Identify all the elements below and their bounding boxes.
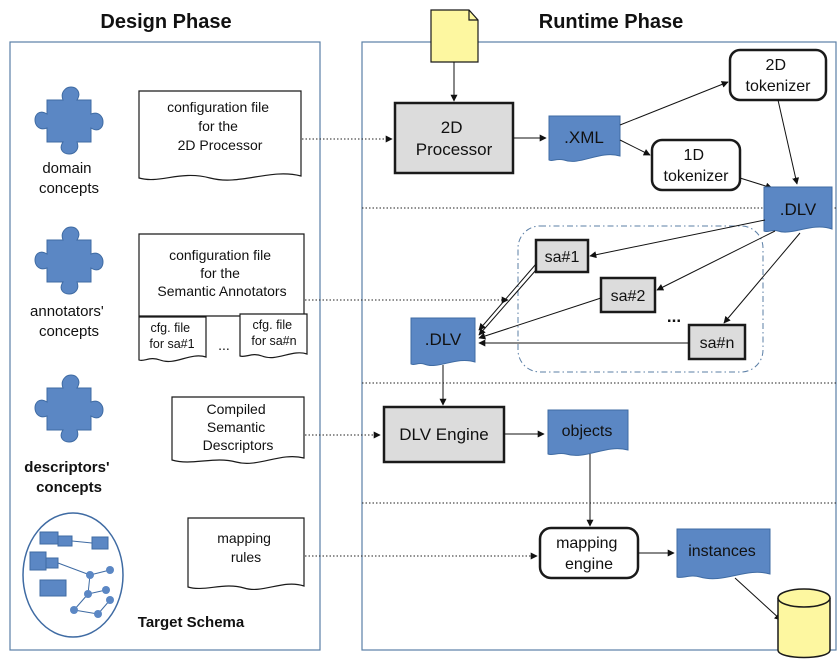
svg-text:cfg. file for sa#1: cfg. file for sa#1 bbox=[149, 321, 194, 351]
config-sa-doc: configuration file for the Semantic Anno… bbox=[138, 233, 305, 317]
runtime-phase-header: Runtime Phase bbox=[539, 11, 683, 33]
design-phase-header: Design Phase bbox=[100, 11, 231, 33]
svg-text:.DLV: .DLV bbox=[425, 330, 462, 349]
arrow-1d-tokenizer-to-dlv bbox=[739, 177, 773, 190]
xml-doc: .XML bbox=[548, 115, 621, 162]
arrow-dlv-to-san bbox=[723, 232, 801, 324]
domain-concepts-label: domain concepts bbox=[39, 160, 99, 197]
svg-text:2D Processor: 2D Processor bbox=[416, 118, 493, 159]
2d-tokenizer-box: 2D tokenizer bbox=[728, 48, 828, 102]
descriptors-puzzle-icon bbox=[34, 374, 104, 443]
arrow-sa2-to-dlv bbox=[478, 297, 602, 340]
1d-tokenizer-box: 1D tokenizer bbox=[650, 138, 742, 192]
svg-text:configuration file for t: configuration file for the Semantic Anno… bbox=[157, 247, 286, 299]
semantic-annotators-group bbox=[517, 225, 764, 373]
arrow-dlv-to-sa2 bbox=[656, 230, 776, 291]
dlv-top-doc: .DLV bbox=[763, 186, 833, 233]
svg-text:mapping engine: mapping engine bbox=[556, 535, 622, 573]
compiled-descriptors-doc: Compiled Semantic Descriptors bbox=[171, 396, 305, 464]
sa1-box: sa#1 bbox=[534, 238, 590, 274]
arrow-dlv-to-sa1 bbox=[589, 219, 766, 259]
svg-text:mapping rules: mapping rules bbox=[217, 530, 275, 565]
2d-processor-box: 2D Processor bbox=[393, 101, 515, 175]
design-phase-panel bbox=[9, 41, 321, 651]
instances-doc: instances bbox=[676, 528, 771, 580]
svg-text:cfg. file for sa#n: cfg. file for sa#n bbox=[251, 318, 296, 348]
cfg-ellipsis: ... bbox=[218, 337, 230, 353]
cfg-san-doc: cfg. file for sa#n bbox=[239, 313, 308, 359]
svg-text:sa#n: sa#n bbox=[700, 335, 735, 352]
target-schema-label: Target Schema bbox=[138, 614, 245, 631]
cfg-sa1-doc: cfg. file for sa#1 bbox=[138, 316, 207, 362]
dlv-engine-box: DLV Engine bbox=[382, 405, 506, 464]
svg-text:configuration file for t: configuration file for the 2D Processor bbox=[167, 99, 273, 153]
sa-ellipsis: ... bbox=[667, 307, 681, 326]
arrow-sa1-to-dlv bbox=[478, 263, 537, 331]
svg-text:instances: instances bbox=[688, 543, 756, 560]
descriptors-concepts-label: descriptors' concepts bbox=[24, 459, 113, 496]
svg-text:2D tokenizer: 2D tokenizer bbox=[746, 57, 812, 95]
arrow-sa1b-to-dlv bbox=[478, 269, 537, 336]
svg-text:objects: objects bbox=[562, 423, 613, 440]
database-icon bbox=[777, 588, 831, 659]
svg-text:1D tokenizer: 1D tokenizer bbox=[664, 147, 730, 185]
svg-text:.XML: .XML bbox=[564, 128, 604, 147]
target-schema-icon bbox=[22, 512, 124, 638]
arrow-2d-tokenizer-to-dlv bbox=[777, 99, 800, 185]
svg-text:sa#1: sa#1 bbox=[545, 249, 580, 266]
annotators-puzzle-icon bbox=[34, 226, 104, 295]
arrow-xml-to-2d-tokenizer bbox=[619, 81, 729, 126]
annotators-concepts-label: annotators' concepts bbox=[30, 303, 108, 340]
svg-text:sa#2: sa#2 bbox=[611, 288, 646, 305]
config-2d-doc: configuration file for the 2D Processor bbox=[138, 90, 302, 181]
san-box: sa#n bbox=[687, 323, 747, 361]
dlv-mid-doc: .DLV bbox=[410, 317, 476, 366]
arrow-instances-to-database bbox=[734, 577, 782, 621]
arrow-xml-to-1d-tokenizer bbox=[619, 139, 651, 156]
mapping-engine-box: mapping engine bbox=[538, 526, 640, 580]
domain-puzzle-icon bbox=[34, 86, 104, 155]
svg-text:DLV Engine: DLV Engine bbox=[399, 425, 488, 444]
sa2-box: sa#2 bbox=[599, 276, 657, 314]
svg-text:Compiled Semantic: Compiled Semantic Descriptors bbox=[203, 401, 274, 453]
runtime-phase-panel bbox=[361, 41, 837, 651]
svg-text:.DLV: .DLV bbox=[780, 200, 817, 219]
mapping-rules-doc: mapping rules bbox=[187, 517, 305, 590]
objects-doc: objects bbox=[547, 409, 629, 456]
input-document-icon bbox=[430, 9, 479, 63]
